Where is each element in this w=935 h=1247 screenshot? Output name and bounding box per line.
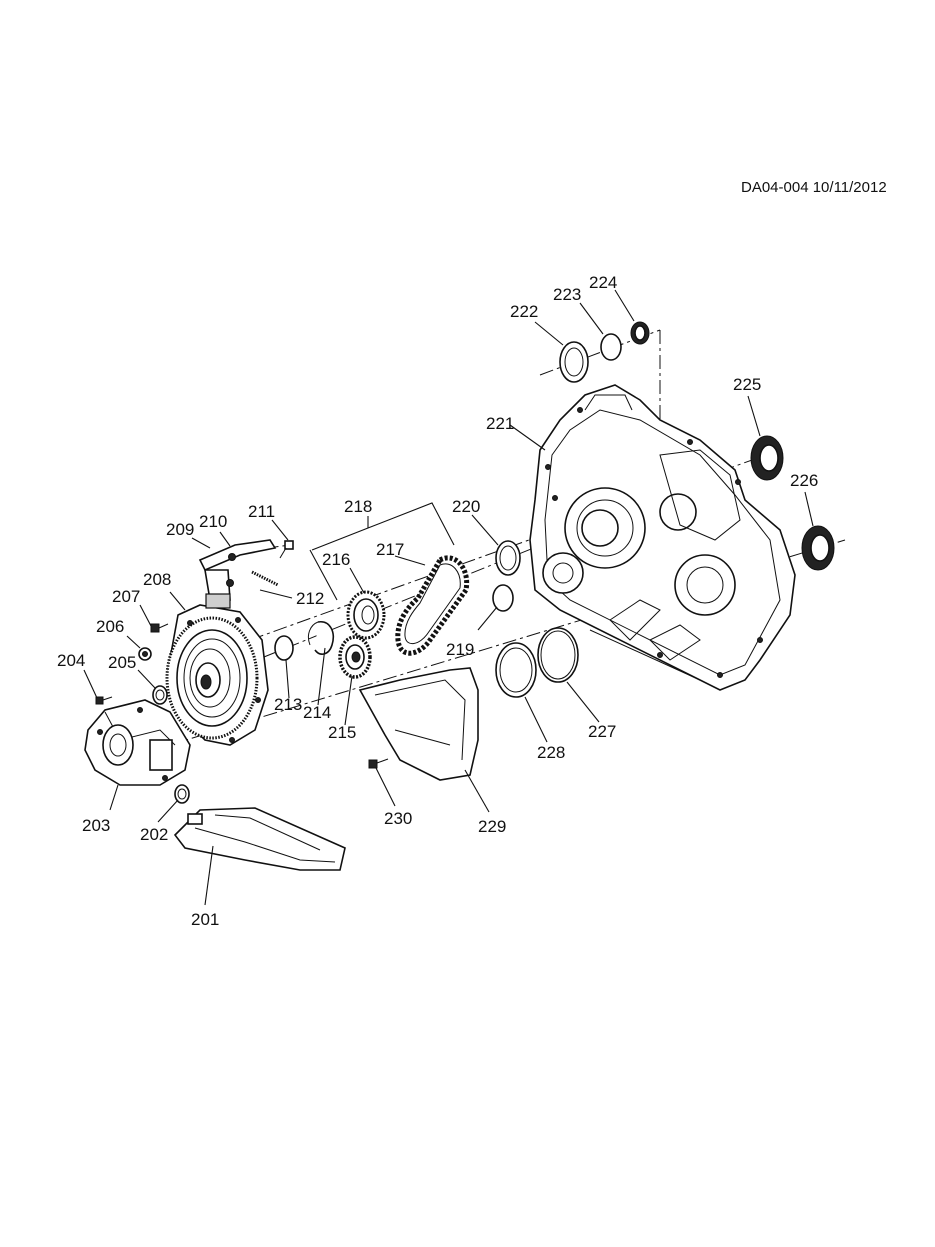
callout-221: 221 — [486, 414, 514, 433]
snap-ring-214 — [307, 621, 334, 655]
seal-ring-227 — [537, 627, 579, 683]
bearing-race-222 — [559, 341, 589, 383]
drive-sprocket-216 — [346, 590, 386, 640]
leader-lines — [83, 289, 814, 906]
callout-215: 215 — [328, 723, 356, 742]
callout-208: 208 — [143, 570, 171, 589]
thrust-washer-220 — [495, 540, 521, 576]
callout-224: 224 — [589, 273, 617, 292]
callout-201: 201 — [191, 910, 219, 929]
snap-ring-223 — [600, 333, 622, 361]
callout-209: 209 — [166, 520, 194, 539]
callout-205: 205 — [108, 653, 136, 672]
callout-228: 228 — [537, 743, 565, 762]
pin-212 — [251, 570, 279, 587]
callout-230: 230 — [384, 809, 412, 828]
callout-217: 217 — [376, 540, 404, 559]
callout-labels: 201 202 203 204 205 206 207 208 209 210 … — [57, 273, 818, 929]
oil-seal-225 — [750, 435, 784, 481]
callout-210: 210 — [199, 512, 227, 531]
callout-229: 229 — [478, 817, 506, 836]
callout-214: 214 — [303, 703, 331, 722]
valve-206 — [138, 647, 152, 661]
callout-218: 218 — [344, 497, 372, 516]
callout-226: 226 — [790, 471, 818, 490]
callout-222: 222 — [510, 302, 538, 321]
driven-sprocket-215 — [338, 635, 372, 679]
callout-206: 206 — [96, 617, 124, 636]
callout-216: 216 — [322, 550, 350, 569]
pump-housing-208 — [165, 604, 269, 746]
callout-219: 219 — [446, 640, 474, 659]
snap-ring-213 — [274, 635, 294, 661]
callout-225: 225 — [733, 375, 761, 394]
callout-212: 212 — [296, 589, 324, 608]
seal-205 — [152, 685, 168, 705]
callout-213: 213 — [274, 695, 302, 714]
transaxle-case-221 — [529, 384, 796, 691]
drive-chain-217 — [395, 555, 470, 656]
seal-224 — [630, 321, 650, 345]
seal-ring-228 — [495, 642, 537, 698]
bolt-211 — [279, 540, 294, 559]
callout-223: 223 — [553, 285, 581, 304]
callout-204: 204 — [57, 651, 85, 670]
bolt-204 — [95, 696, 113, 705]
oil-seal-226 — [801, 525, 835, 571]
bolt-207 — [150, 623, 169, 633]
filter-seal-202 — [174, 784, 190, 804]
bolt-230 — [368, 758, 389, 769]
oil-pipe-209 — [198, 539, 277, 609]
oil-pump-203 — [84, 699, 191, 786]
callout-207: 207 — [112, 587, 140, 606]
callout-202: 202 — [140, 825, 168, 844]
callout-227: 227 — [588, 722, 616, 741]
callout-203: 203 — [82, 816, 110, 835]
callout-220: 220 — [452, 497, 480, 516]
oil-filter-201 — [173, 807, 346, 871]
heat-shield-229 — [358, 667, 479, 781]
callout-211: 211 — [248, 502, 275, 521]
diagram-reference-code: DA04-004 10/11/2012 — [741, 179, 887, 196]
snap-ring-219 — [492, 584, 514, 612]
